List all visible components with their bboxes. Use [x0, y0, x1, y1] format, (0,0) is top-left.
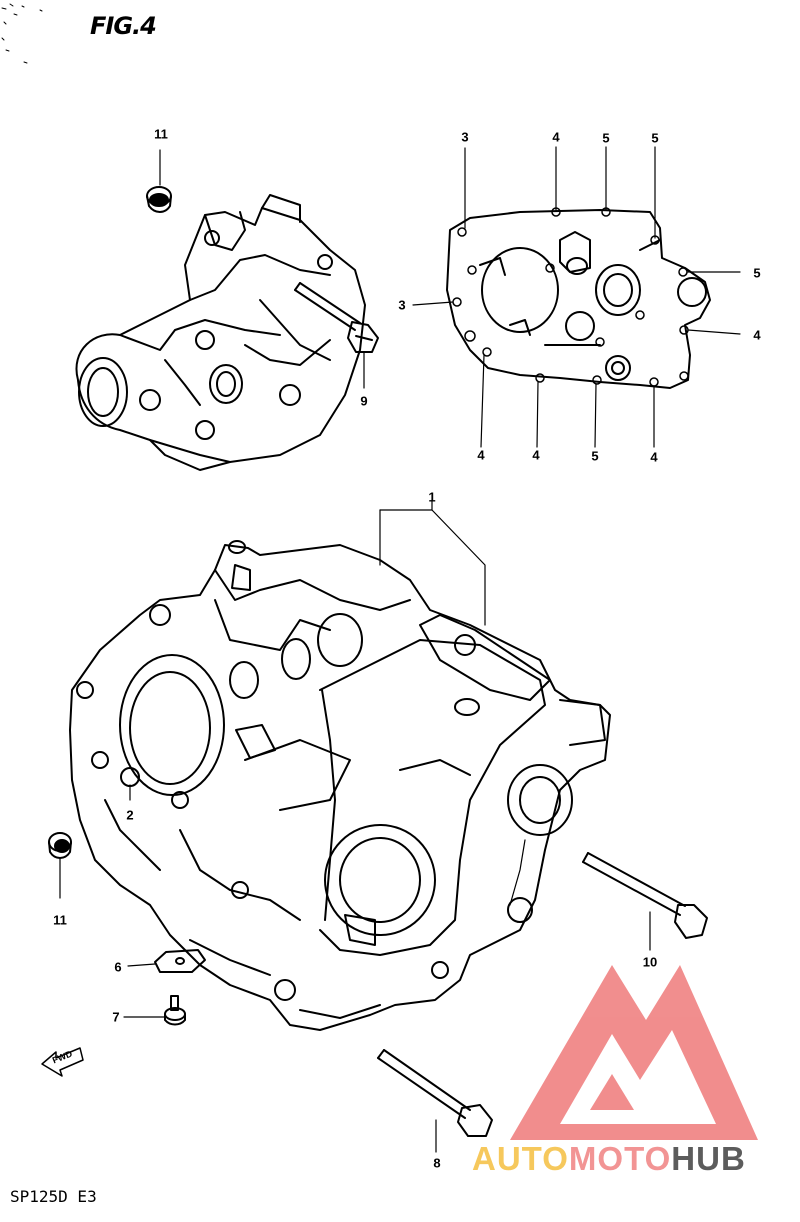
callout-4-bottom-b: 4: [532, 447, 540, 463]
scan-speckles: [1, 3, 43, 64]
watermark-hub: HUB: [671, 1140, 746, 1177]
callout-11-left: 11: [53, 912, 67, 928]
callout-8: 8: [433, 1155, 441, 1171]
callout-4-bottom-a: 4: [477, 447, 485, 463]
callout-5-top-a: 5: [602, 130, 610, 146]
bolt-eight: [377, 1049, 493, 1137]
fwd-arrow: [41, 1047, 84, 1077]
model-code: SP125D E3: [10, 1187, 97, 1206]
oil-seal-top: [146, 186, 172, 213]
callout-4-bottom-c: 4: [650, 449, 658, 465]
callout-3-top: 3: [461, 129, 469, 145]
callout-3-left: 3: [398, 297, 406, 313]
bolt-nine: [294, 282, 379, 353]
crankcase-gasket: [446, 207, 711, 389]
watermark-moto: MOTO: [568, 1140, 672, 1177]
screw-seven: [164, 995, 186, 1026]
callout-11-top: 11: [154, 126, 168, 142]
callout-5-top-b: 5: [651, 130, 659, 146]
brand-logo-triangle: [510, 965, 758, 1140]
callout-4-top: 4: [552, 129, 560, 145]
main-leaders: [59, 149, 651, 1153]
callout-10: 10: [642, 954, 658, 970]
callout-5-right: 5: [753, 265, 761, 281]
callout-2: 2: [126, 807, 134, 823]
left-crankcase-half: [69, 540, 611, 1031]
callout-9: 9: [360, 393, 368, 409]
plate-six: [154, 949, 206, 973]
callout-5-bottom: 5: [591, 448, 599, 464]
callout-7: 7: [112, 1009, 120, 1025]
watermark-auto: AUTO: [472, 1140, 569, 1177]
callout-4-right: 4: [753, 327, 761, 343]
watermark-text: AUTOMOTOHUB: [472, 1140, 746, 1178]
oil-seal-left: [48, 832, 72, 859]
callout-1: 1: [428, 489, 436, 505]
gasket-leaders: [412, 146, 741, 448]
bolt-ten: [582, 852, 708, 939]
callout-6: 6: [114, 959, 122, 975]
figure-title: FIG.4: [90, 12, 157, 40]
right-crankcase-half: [75, 194, 366, 471]
